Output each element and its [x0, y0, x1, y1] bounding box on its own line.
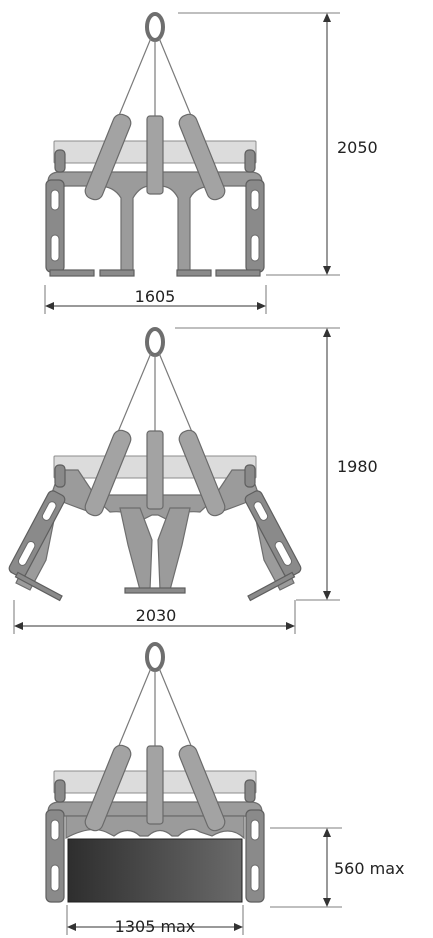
strap-center [146, 430, 164, 510]
lifting-cables [117, 667, 193, 749]
lifting-ring [145, 12, 165, 42]
width-dimension: 1605 [44, 285, 267, 314]
strap-right [178, 113, 226, 201]
lifting-ring [145, 327, 165, 357]
strap-right [178, 744, 226, 832]
grip-pad [124, 587, 186, 594]
slot [17, 540, 36, 566]
height-dimension: 1980 [175, 327, 378, 601]
grip-pad [176, 269, 212, 277]
slot [50, 234, 60, 262]
slot [250, 234, 260, 262]
slot [50, 189, 60, 211]
lifting-cables [117, 352, 193, 433]
view-loaded: 560 max 1305 max [45, 642, 404, 936]
grip-pad [99, 269, 135, 277]
grip-pad [49, 269, 95, 277]
slot [50, 819, 60, 841]
strap-left [84, 744, 132, 832]
slot [250, 189, 260, 211]
slot [50, 864, 60, 892]
beam-pin [54, 464, 66, 488]
lifting-cables [117, 37, 193, 119]
height-label: 1980 [337, 457, 378, 476]
jaw-center-left [119, 507, 153, 591]
grip-pad [247, 571, 296, 602]
width-dimension: 1305 max [66, 905, 244, 936]
view-closed: 2050 1605 [44, 12, 378, 314]
slot [250, 864, 260, 892]
strap-left [84, 429, 132, 517]
width-label: 1305 max [115, 917, 196, 936]
beam-pin [244, 779, 256, 803]
grip-pad [215, 269, 261, 277]
jaw-center-right [157, 507, 191, 591]
strap-center [146, 115, 164, 195]
width-dimension: 2030 [13, 600, 296, 634]
slot [274, 540, 293, 566]
width-label: 1605 [135, 287, 176, 306]
load-block [67, 838, 243, 903]
lifting-ring [145, 642, 165, 672]
strap-left [84, 113, 132, 201]
view-open: 1980 2030 [8, 327, 378, 634]
strap-right [178, 429, 226, 517]
beam-pin [54, 149, 66, 173]
width-label: 2030 [136, 606, 177, 625]
frame-arches [65, 815, 245, 840]
slot [41, 501, 57, 521]
height-label: 560 max [334, 859, 404, 878]
height-label: 2050 [337, 138, 378, 157]
beam-pin [54, 779, 66, 803]
slot [253, 501, 269, 521]
height-dimension: 560 max [270, 827, 404, 908]
beam-pin [244, 149, 256, 173]
strap-center [146, 745, 164, 825]
slot [250, 819, 260, 841]
grip-pad [14, 571, 63, 602]
height-dimension: 2050 [178, 12, 378, 276]
beam-pin [244, 464, 256, 488]
